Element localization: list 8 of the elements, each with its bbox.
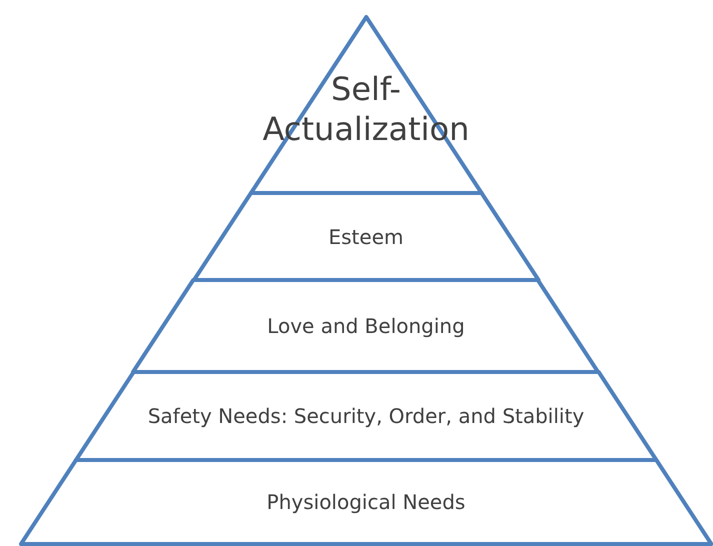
pyramid-level	[20, 460, 712, 544]
level-label: Physiological Needs	[266, 490, 466, 514]
level-label: Safety Needs: Security, Order, and Stability	[148, 404, 584, 428]
level-label: Esteem	[328, 224, 404, 248]
pyramid-level	[76, 372, 656, 460]
pyramid-level	[133, 280, 599, 372]
pyramid-level	[194, 193, 538, 280]
level-label: Love and Belonging	[267, 314, 465, 338]
